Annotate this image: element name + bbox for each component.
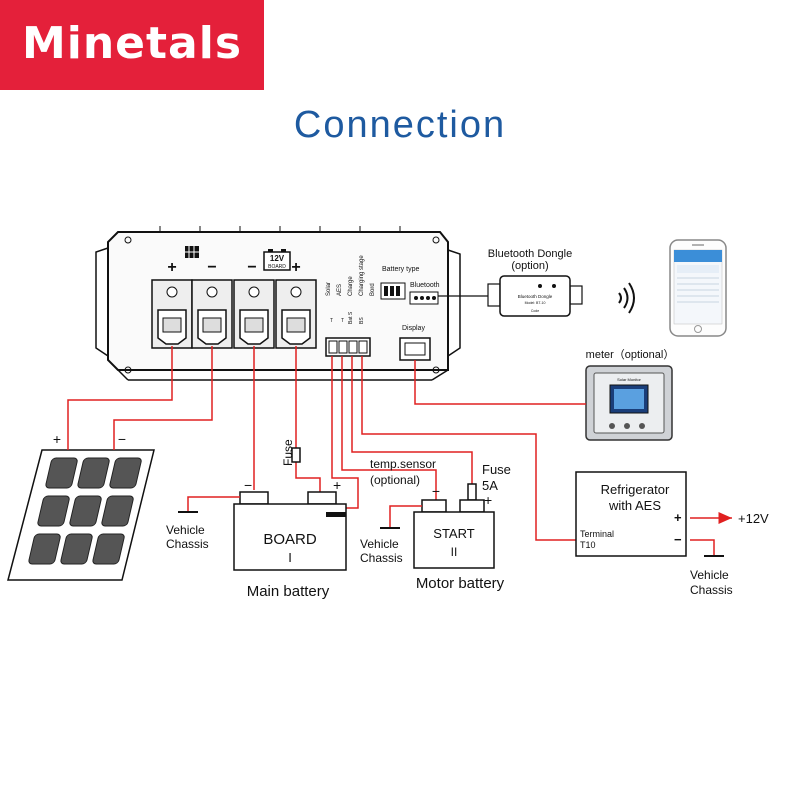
signal-terminal-strip: [325, 337, 371, 357]
chassis-1-line1: Vehicle: [166, 523, 205, 537]
fridge-title-line1: Refrigerator: [601, 482, 670, 497]
brand-logo-box: Minetals: [0, 0, 264, 90]
display-port-label: Display: [402, 325, 425, 332]
dongle-label: Bluetooth Dongle: [488, 248, 572, 260]
terminal-label-1: T: [330, 318, 333, 324]
dongle-face-line3: Code: [531, 309, 539, 313]
solar-plus-symbol: +: [167, 259, 176, 276]
terminal-label-3: Bat S: [348, 311, 354, 324]
terminal-block-3: [233, 279, 275, 349]
meter-device: Solar Monitor: [585, 365, 673, 441]
fridge-minus: −: [674, 532, 682, 547]
chassis-1-line2: Chassis: [166, 537, 209, 551]
refrigerator: [575, 471, 687, 557]
led-label-aes: AES: [337, 284, 343, 296]
dongle-option: (option): [511, 260, 548, 272]
motor-battery-minus: −: [432, 483, 440, 499]
chassis-3-line2: Chassis: [690, 583, 733, 597]
bluetooth-port: [409, 291, 439, 305]
fuse-2: [467, 483, 477, 501]
main-battery-plus: +: [333, 477, 341, 493]
dip-switch: [380, 282, 406, 300]
main-battery-caption: Main battery: [247, 583, 330, 600]
solar-panel-icon: [185, 246, 199, 258]
brand-logo: Minetals: [21, 18, 243, 69]
bluetooth-port-label: Bluetooth: [410, 282, 440, 289]
solar-panel: [7, 449, 155, 581]
led-label-charging-stage: Charging stage: [359, 255, 365, 296]
motor-battery-numeral: II: [451, 545, 458, 559]
meter-screen-title: Solar Monitor: [617, 377, 641, 382]
solar-panel-minus: −: [118, 431, 126, 447]
output-12v-label: +12V: [738, 511, 769, 526]
led-label-bord: Bord: [370, 283, 376, 296]
battery-type-label: Battery type: [382, 266, 419, 273]
chassis-2-line2: Chassis: [360, 551, 403, 565]
fuse-2-rating: 5A: [482, 478, 498, 493]
badge-voltage: 12V: [270, 254, 285, 263]
board-plus-symbol: +: [291, 259, 300, 276]
fuse-1: [291, 447, 301, 463]
wiring: [67, 346, 732, 556]
terminal-block-4: [275, 279, 317, 349]
solar-minus-symbol: −: [207, 259, 216, 276]
smartphone-icon: [669, 239, 727, 337]
fridge-terminal-id: T10: [580, 540, 596, 550]
board-minus-symbol: −: [247, 259, 256, 276]
dongle-face-line2: Model: BT-10: [525, 301, 546, 305]
fridge-plus: +: [674, 510, 682, 525]
terminal-label-4: BS: [359, 317, 365, 324]
temp-sensor-line1: temp.sensor: [370, 457, 436, 471]
fuse-2-plus: +: [484, 492, 492, 508]
main-battery-board: BOARD: [263, 531, 317, 548]
battery-badge-icon: 12V BOARD: [263, 249, 291, 271]
wireless-signal-icon: [618, 282, 635, 314]
fridge-title-line2: with AES: [608, 498, 661, 513]
display-port: [399, 337, 431, 361]
led-label-charge: Charge: [348, 276, 354, 296]
charge-controller: + − − + 12V BOARD: [95, 226, 461, 381]
led-label-solar: Solar: [326, 282, 332, 296]
fuse-2-label: Fuse: [482, 462, 511, 477]
fridge-terminal: Terminal: [580, 529, 614, 539]
temp-sensor-line2: (optional): [370, 473, 420, 487]
page-title: Connection: [293, 104, 507, 146]
bluetooth-dongle: Bluetooth Dongle Model: BT-10 Code: [487, 275, 583, 317]
main-battery: [233, 491, 347, 571]
meter-label: meter（optional）: [586, 348, 675, 361]
chassis-3-line1: Vehicle: [690, 568, 729, 582]
solar-panel-plus: +: [53, 431, 61, 447]
motor-battery-caption: Motor battery: [416, 575, 505, 592]
fuse-1-label: Fuse: [281, 439, 295, 466]
motor-battery-start: START: [433, 526, 474, 541]
chassis-2-line1: Vehicle: [360, 537, 399, 551]
terminal-label-2: T: [341, 318, 344, 324]
terminal-block-2: [191, 279, 233, 349]
main-battery-minus: −: [244, 477, 252, 493]
main-battery-numeral: I: [288, 550, 292, 565]
badge-board: BOARD: [268, 264, 286, 270]
terminal-block-1: [151, 279, 193, 349]
dongle-face-line1: Bluetooth Dongle: [518, 294, 553, 299]
motor-battery: [413, 499, 495, 569]
